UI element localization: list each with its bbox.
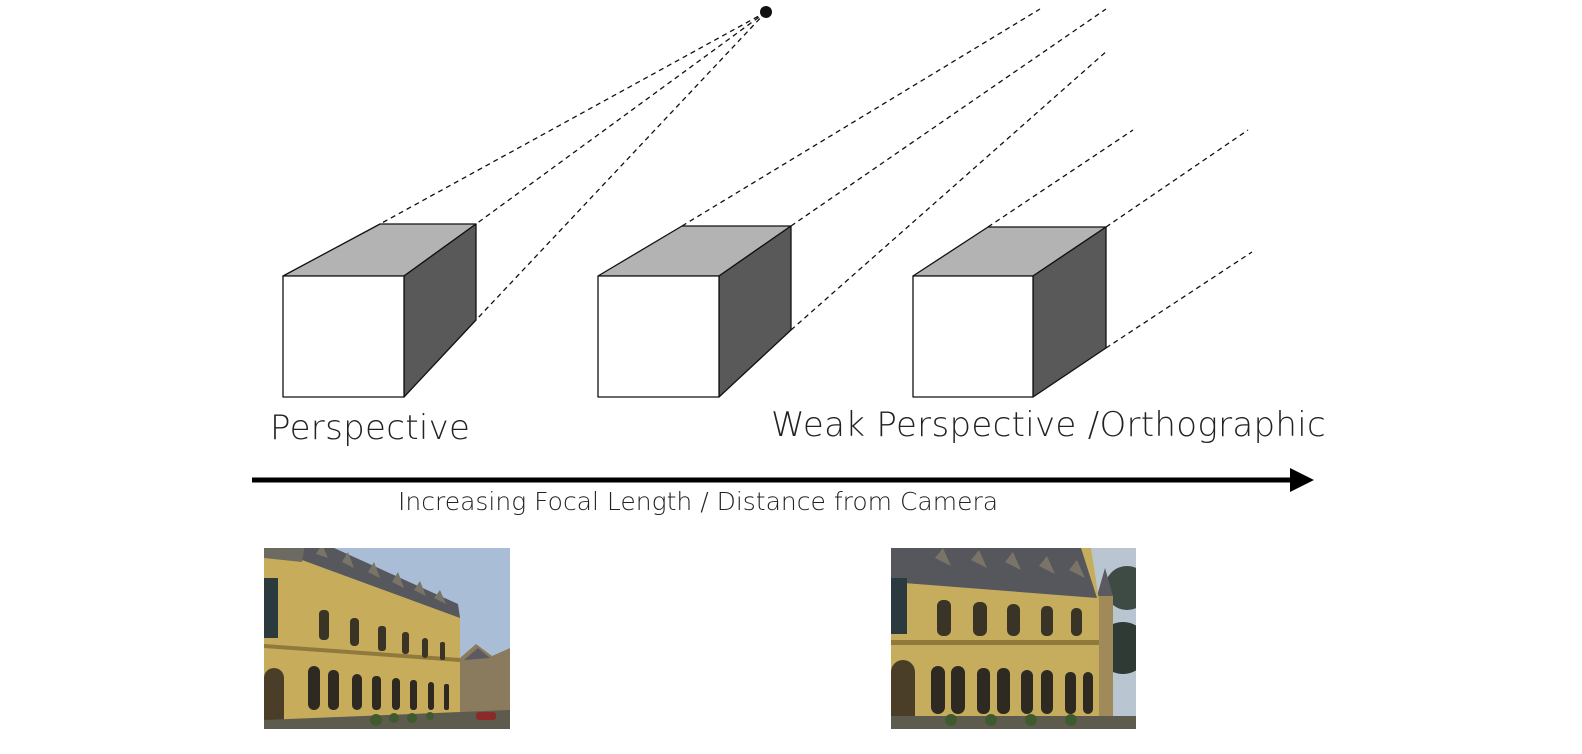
mid-rays bbox=[681, 8, 1109, 331]
arrow-head-icon bbox=[1290, 468, 1314, 492]
cube-front-face bbox=[282, 275, 405, 398]
museum-photo-wide bbox=[264, 548, 510, 729]
weak-perspective-label: Weak Perspective /Orthographic bbox=[771, 405, 1326, 445]
museum-photo-zoomed bbox=[891, 548, 1136, 729]
perspective-label: Perspective bbox=[270, 408, 471, 448]
cube-front-face bbox=[912, 275, 1034, 398]
cube-front-face bbox=[597, 275, 720, 398]
perspective-rays bbox=[379, 11, 767, 321]
parallel-rays bbox=[987, 129, 1253, 349]
cube-orthographic bbox=[912, 226, 1107, 398]
cube-perspective bbox=[282, 223, 477, 398]
cube-middle bbox=[597, 225, 792, 398]
axis-label: Increasing Focal Length / Distance from … bbox=[398, 487, 999, 516]
axis-arrow bbox=[252, 468, 1314, 492]
